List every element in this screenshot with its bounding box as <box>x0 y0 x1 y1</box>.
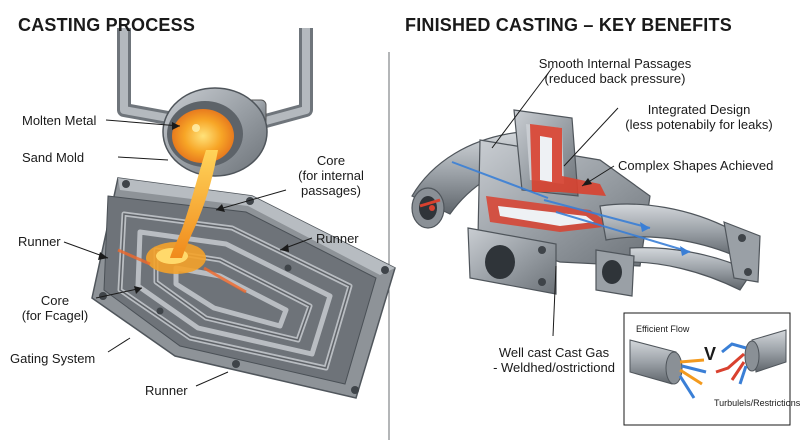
label-runner-left: Runner <box>18 234 61 249</box>
inset-label-efficient: Efficient Flow <box>636 324 690 334</box>
inset-label-turbulent: Turbulels/Restrictions <box>714 398 800 408</box>
label-well-cast-line1: Well cast Cast Gas <box>498 345 610 360</box>
molten-pour-stream <box>170 150 218 258</box>
label-core-left: Core (for Fcagel) <box>16 293 94 323</box>
flow-comparison-inset <box>623 312 791 426</box>
label-core-internal-line2: (for internal <box>298 168 364 183</box>
label-smooth-line2: (reduced back pressure) <box>544 71 686 86</box>
label-core-internal-line1: Core <box>316 153 346 168</box>
sand-mold <box>91 177 396 399</box>
label-core-left-line2: (for Fcagel) <box>21 308 89 323</box>
heading-casting-process: CASTING PROCESS <box>18 15 196 35</box>
label-runner-right: Runner <box>316 231 359 246</box>
right-arrowheads <box>582 178 592 186</box>
left-arrowheads <box>98 122 289 294</box>
label-integrated-design: Integrated Design (less potenabily for l… <box>610 102 788 132</box>
label-complex-shapes: Complex Shapes Achieved <box>618 158 774 173</box>
label-well-cast: Well cast Cast Gas - Weldhed/ostrictiond <box>474 345 634 375</box>
label-core-left-line1: Core <box>40 293 70 308</box>
label-well-cast-line2: - Weldhed/ostrictiond <box>493 360 615 375</box>
label-smooth-passages: Smooth Internal Passages (reduced back p… <box>520 56 710 86</box>
label-smooth-line1: Smooth Internal Passages <box>538 56 692 71</box>
label-core-internal-line3: passages) <box>301 183 361 198</box>
label-core-internal: Core (for internal passages) <box>286 153 376 198</box>
label-sand-mold: Sand Mold <box>22 150 85 165</box>
label-molten-metal: Molten Metal <box>22 113 97 128</box>
label-integrated-line2: (less potenabily for leaks) <box>625 117 773 132</box>
label-gating-system: Gating System <box>10 351 96 366</box>
inset-label-vs: V <box>704 344 717 364</box>
label-runner-bottom: Runner <box>145 383 188 398</box>
ladle <box>117 28 313 177</box>
heading-finished-casting: FINISHED CASTING – KEY BENEFITS <box>405 15 732 35</box>
label-integrated-line1: Integrated Design <box>647 102 751 117</box>
manifold-casting <box>411 109 761 297</box>
